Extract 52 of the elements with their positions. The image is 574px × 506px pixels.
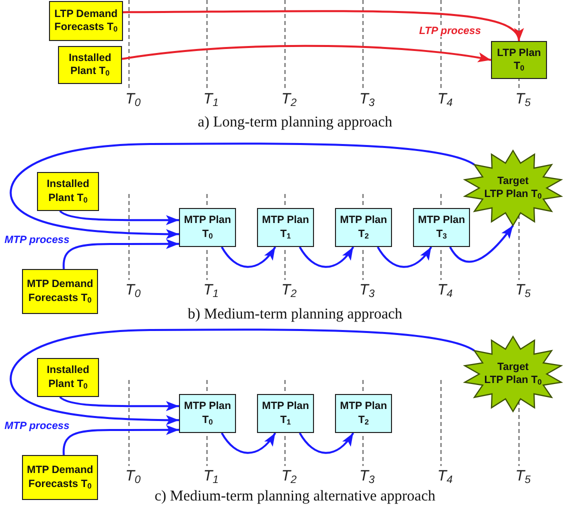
curved-arrow bbox=[10, 328, 475, 426]
curved-arrow bbox=[298, 246, 354, 268]
plan-box: MTP Plan T$_{1}$ bbox=[257, 208, 314, 247]
curved-arrow bbox=[298, 432, 354, 454]
time-label: T$_{3}$ bbox=[359, 282, 375, 298]
figure-caption: c) Medium-term planning alternative approach bbox=[154, 488, 436, 506]
plan-box: LTP Plan T$_{0}$ bbox=[491, 41, 547, 79]
plan-box: MTP Plan T$_{2}$ bbox=[335, 394, 392, 433]
plan-box: MTP Plan T$_{0}$ bbox=[179, 394, 236, 433]
node-label: Target LTP Plan T$_{0}$ bbox=[483, 174, 543, 202]
input-box: MTP Demand Forecasts T$_{0}$ bbox=[22, 269, 98, 314]
time-label: T$_{0}$ bbox=[125, 282, 141, 298]
time-label: T$_{2}$ bbox=[281, 282, 297, 298]
curved-arrow bbox=[59, 210, 179, 226]
node-label: Target LTP Plan T$_{0}$ bbox=[483, 360, 543, 388]
time-label: T$_{5}$ bbox=[515, 282, 531, 298]
curved-arrow bbox=[10, 142, 475, 240]
time-label: T$_{4}$ bbox=[437, 468, 453, 484]
time-label: T$_{1}$ bbox=[203, 468, 219, 484]
time-label: T$_{0}$ bbox=[125, 468, 141, 484]
curved-arrow bbox=[59, 396, 179, 412]
plan-box: MTP Plan T$_{0}$ bbox=[179, 208, 236, 247]
time-label: T$_{0}$ bbox=[125, 92, 141, 106]
time-label: T$_{1}$ bbox=[203, 92, 219, 106]
process-label: MTP process bbox=[4, 234, 70, 246]
time-label: T$_{1}$ bbox=[203, 282, 219, 298]
input-box: Installed Plant T$_{0}$ bbox=[37, 172, 99, 211]
figure-caption: a) Long-term planning approach bbox=[198, 114, 392, 132]
time-label: T$_{3}$ bbox=[359, 468, 375, 484]
time-label: T$_{2}$ bbox=[281, 92, 297, 106]
input-box: Installed Plant T$_{0}$ bbox=[37, 358, 99, 397]
process-label: MTP process bbox=[4, 420, 70, 432]
curved-arrow bbox=[376, 246, 432, 268]
time-label: T$_{2}$ bbox=[281, 468, 297, 484]
input-box: LTP Demand Forecasts T$_{0}$ bbox=[49, 1, 123, 41]
time-label: T$_{3}$ bbox=[359, 92, 375, 106]
curved-arrow bbox=[62, 238, 179, 270]
curved-arrow bbox=[220, 432, 276, 454]
curved-arrow bbox=[62, 424, 179, 456]
time-label: T$_{4}$ bbox=[437, 282, 453, 298]
figure-caption: b) Medium-term planning approach bbox=[188, 306, 402, 324]
input-box: Installed Plant T$_{0}$ bbox=[58, 46, 122, 84]
plan-box: MTP Plan T$_{1}$ bbox=[257, 394, 314, 433]
time-label: T$_{5}$ bbox=[515, 468, 531, 484]
curved-arrow bbox=[220, 246, 276, 268]
time-label: T$_{4}$ bbox=[437, 92, 453, 106]
plan-box: MTP Plan T$_{2}$ bbox=[335, 208, 392, 247]
time-label: T$_{5}$ bbox=[515, 92, 531, 106]
curved-arrow bbox=[449, 224, 514, 263]
curved-arrow bbox=[122, 44, 492, 63]
plan-box: MTP Plan T$_{3}$ bbox=[413, 208, 470, 247]
input-box: MTP Demand Forecasts T$_{0}$ bbox=[22, 455, 98, 500]
